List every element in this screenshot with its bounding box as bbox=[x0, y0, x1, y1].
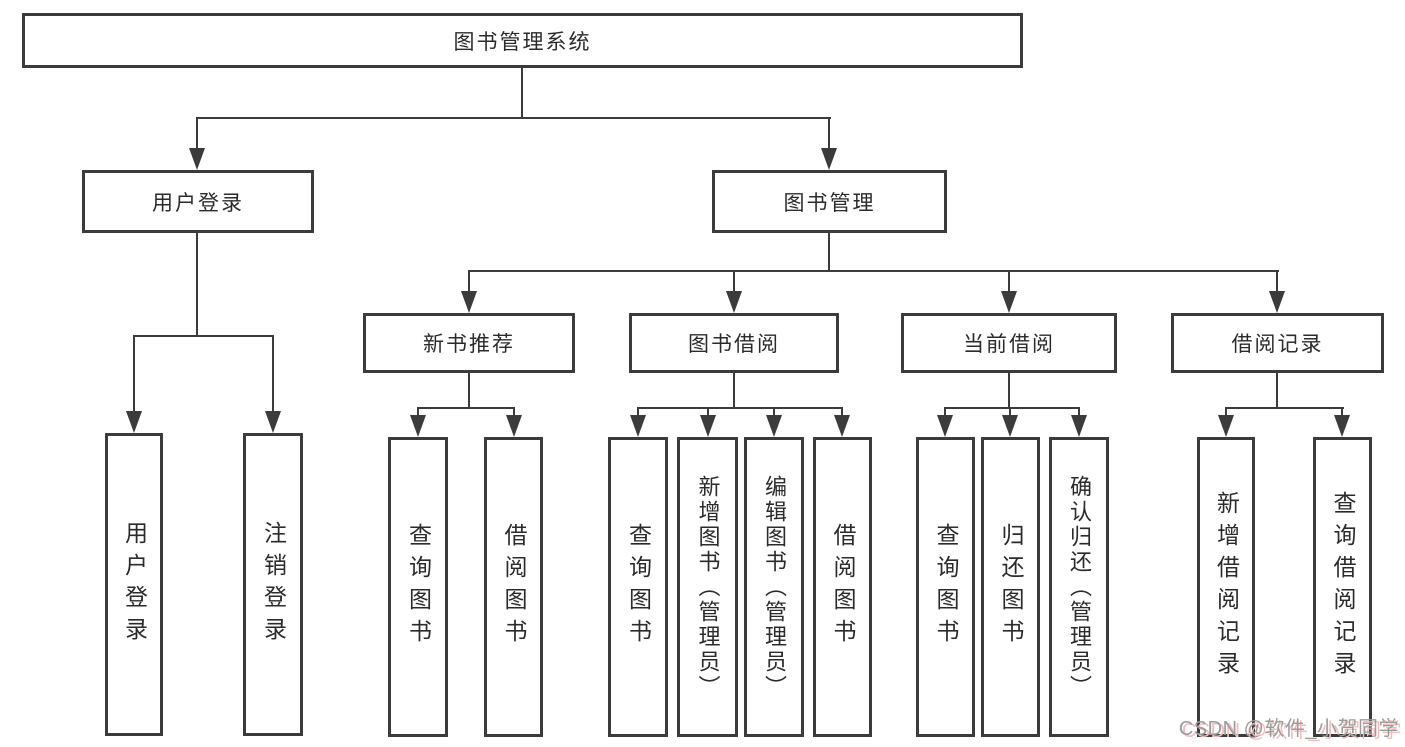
arrowhead-down-icon bbox=[189, 148, 205, 170]
connector-line bbox=[196, 233, 198, 337]
connector-line bbox=[828, 117, 830, 152]
leaf-add-book-admin: 新增图书（管理员） bbox=[677, 437, 738, 737]
connector-line bbox=[417, 407, 515, 409]
leaf-add-borrow-record: 新增借阅记录 bbox=[1197, 437, 1255, 737]
node-book-borrow: 图书借阅 bbox=[629, 313, 839, 373]
connector-line bbox=[1276, 373, 1278, 409]
connector-line bbox=[521, 68, 523, 118]
arrowhead-down-icon bbox=[1001, 291, 1017, 313]
connector-line bbox=[468, 270, 1279, 272]
node-borrow-record: 借阅记录 bbox=[1171, 313, 1384, 373]
connector-line bbox=[773, 407, 775, 417]
leaf-edit-book-admin: 编辑图书（管理员） bbox=[744, 437, 804, 737]
arrowhead-down-icon bbox=[1002, 415, 1018, 437]
connector-line bbox=[733, 373, 735, 409]
connector-line bbox=[133, 335, 274, 337]
connector-line bbox=[707, 407, 709, 417]
connector-line bbox=[1008, 373, 1010, 409]
connector-line bbox=[828, 233, 830, 272]
connector-line bbox=[1009, 407, 1011, 417]
arrowhead-down-icon bbox=[700, 415, 716, 437]
connector-line bbox=[1341, 407, 1343, 417]
leaf-query-book-1: 查询图书 bbox=[388, 437, 448, 737]
connector-line bbox=[841, 407, 843, 417]
leaf-query-borrow-record: 查询借阅记录 bbox=[1313, 437, 1372, 737]
leaf-return-book: 归还图书 bbox=[981, 437, 1040, 737]
arrowhead-down-icon bbox=[461, 291, 477, 313]
connector-line bbox=[513, 407, 515, 417]
connector-line bbox=[196, 117, 198, 152]
arrowhead-down-icon bbox=[630, 415, 646, 437]
arrowhead-down-icon bbox=[766, 415, 782, 437]
arrowhead-down-icon bbox=[265, 411, 281, 433]
connector-line bbox=[468, 270, 470, 293]
connector-line bbox=[272, 335, 274, 413]
arrowhead-down-icon bbox=[1071, 415, 1087, 437]
node-current-borrow: 当前借阅 bbox=[901, 313, 1117, 373]
node-user-login: 用户登录 bbox=[82, 170, 314, 233]
node-root: 图书管理系统 bbox=[22, 13, 1023, 68]
arrowhead-down-icon bbox=[834, 415, 850, 437]
node-new-book-recommend: 新书推荐 bbox=[363, 313, 575, 373]
connector-line bbox=[1078, 407, 1080, 417]
leaf-query-book-3: 查询图书 bbox=[916, 437, 975, 737]
arrowhead-down-icon bbox=[126, 411, 142, 433]
arrowhead-down-icon bbox=[1269, 291, 1285, 313]
leaf-query-book-2: 查询图书 bbox=[608, 437, 668, 737]
arrowhead-down-icon bbox=[726, 291, 742, 313]
connector-line bbox=[944, 407, 946, 417]
connector-line bbox=[133, 335, 135, 413]
connector-line bbox=[1225, 407, 1227, 417]
arrowhead-down-icon bbox=[1218, 415, 1234, 437]
leaf-confirm-return-admin: 确认归还（管理员） bbox=[1049, 437, 1109, 737]
arrowhead-down-icon bbox=[506, 415, 522, 437]
connector-line bbox=[1276, 270, 1278, 293]
connector-line bbox=[944, 407, 1080, 409]
arrowhead-down-icon bbox=[937, 415, 953, 437]
connector-line bbox=[417, 407, 419, 417]
node-book-management: 图书管理 bbox=[712, 170, 947, 233]
connector-line bbox=[1008, 270, 1010, 293]
leaf-borrow-book-1: 借阅图书 bbox=[484, 437, 543, 737]
arrowhead-down-icon bbox=[410, 415, 426, 437]
connector-line bbox=[637, 407, 639, 417]
leaf-user-login: 用户登录 bbox=[105, 433, 163, 736]
leaf-logout: 注销登录 bbox=[243, 433, 303, 736]
connector-line bbox=[468, 373, 470, 409]
arrowhead-down-icon bbox=[1334, 415, 1350, 437]
connector-line bbox=[733, 270, 735, 293]
leaf-borrow-book-2: 借阅图书 bbox=[813, 437, 872, 737]
watermark: CSDN @软件_小贺同学 bbox=[1178, 718, 1399, 740]
connector-line bbox=[637, 407, 843, 409]
arrowhead-down-icon bbox=[821, 148, 837, 170]
connector-line bbox=[1225, 407, 1344, 409]
connector-line bbox=[196, 117, 831, 119]
